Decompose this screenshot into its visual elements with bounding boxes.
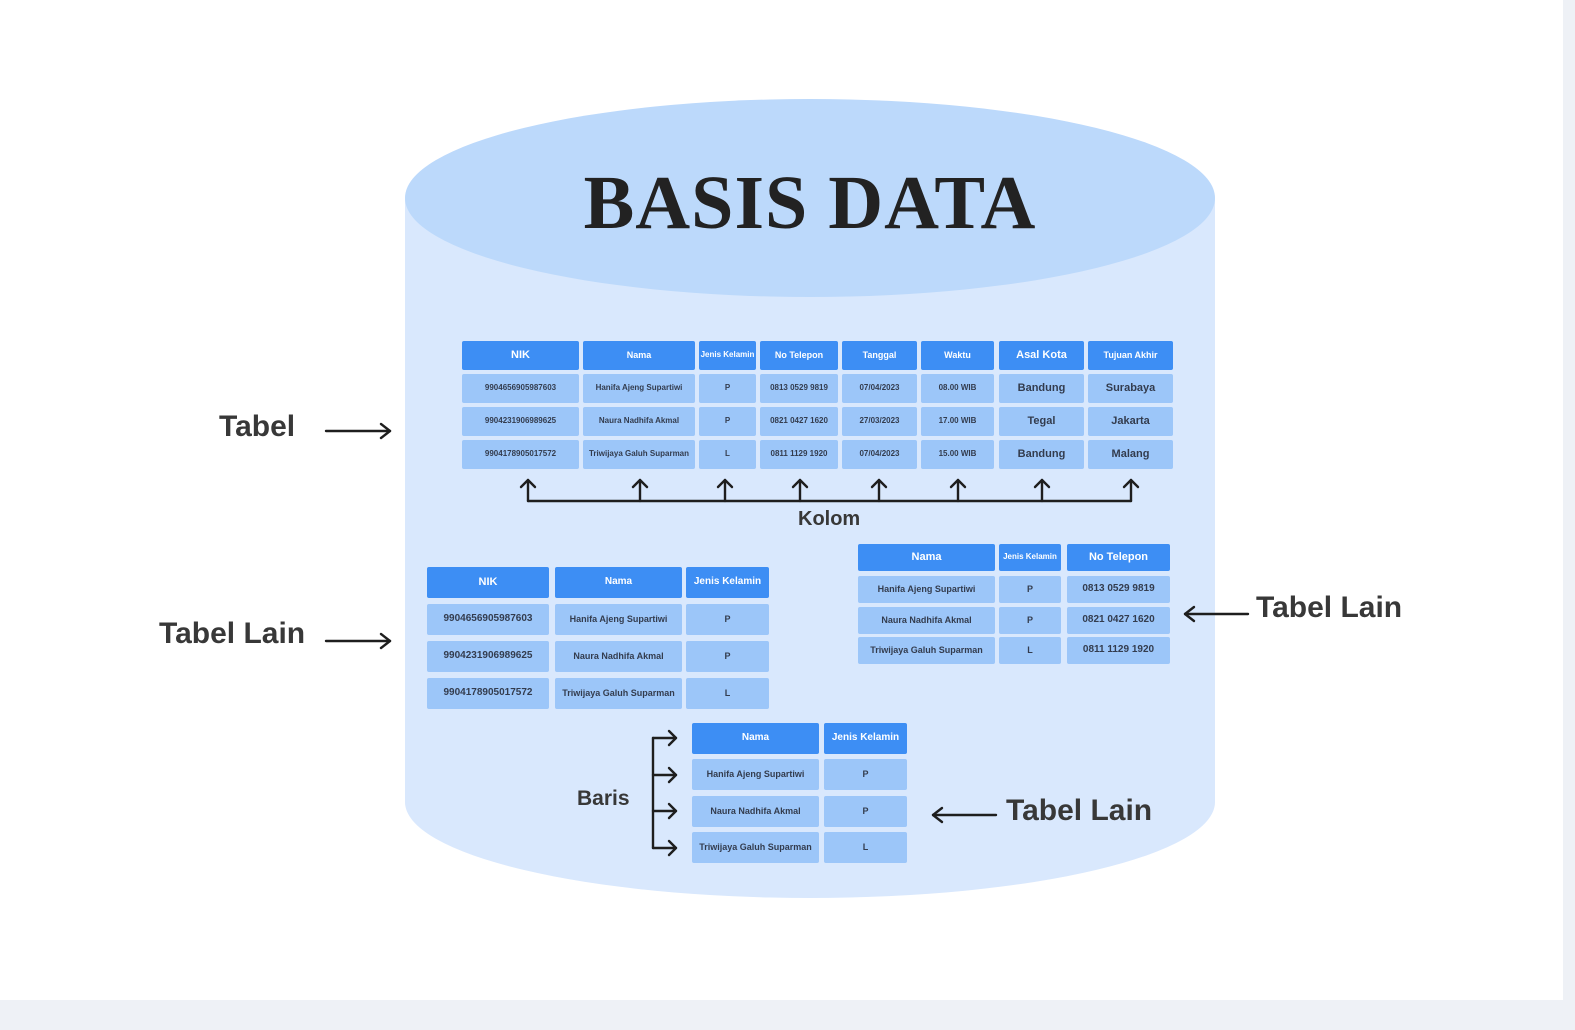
table-cell: Hanifa Ajeng Supartiwi — [692, 759, 819, 790]
column-header: NIK — [462, 341, 579, 370]
database-cylinder — [405, 99, 1215, 898]
table-cell: 27/03/2023 — [842, 407, 917, 436]
table-cell: 0821 0427 1620 — [1067, 607, 1170, 634]
table-cell: P — [699, 374, 756, 403]
table-cell: 9904178905017572 — [427, 678, 549, 709]
table-cell: Hanifa Ajeng Supartiwi — [555, 604, 682, 635]
column-header: Jenis Kelamin — [999, 544, 1061, 571]
column-header: NIK — [427, 567, 549, 598]
table-cell: Triwijaya Galuh Suparman — [692, 832, 819, 863]
table-cell: Triwijaya Galuh Suparman — [858, 637, 995, 664]
column-header: Tanggal — [842, 341, 917, 370]
column-header: Nama — [858, 544, 995, 571]
table-cell: Surabaya — [1088, 374, 1173, 403]
table-cell: Triwijaya Galuh Suparman — [583, 440, 695, 469]
table-cell: P — [824, 796, 907, 827]
table-cell: 0821 0427 1620 — [760, 407, 838, 436]
tabel-lain-left-label: Tabel Lain — [159, 617, 306, 650]
column-header: Nama — [692, 723, 819, 754]
table-cell: Hanifa Ajeng Supartiwi — [858, 576, 995, 603]
table-cell: Hanifa Ajeng Supartiwi — [583, 374, 695, 403]
table-cell: L — [686, 678, 769, 709]
column-header: Tujuan Akhir — [1088, 341, 1173, 370]
column-header: Nama — [555, 567, 682, 598]
table-cell: Malang — [1088, 440, 1173, 469]
table-cell: Jakarta — [1088, 407, 1173, 436]
table-cell: Bandung — [999, 440, 1084, 469]
table-cell: P — [824, 759, 907, 790]
table-cell: L — [699, 440, 756, 469]
column-header: Jenis Kelamin — [824, 723, 907, 754]
column-header: Waktu — [921, 341, 994, 370]
table-cell: 0813 0529 9819 — [1067, 576, 1170, 603]
table-cell: 9904231906989625 — [427, 641, 549, 672]
column-header: Nama — [583, 341, 695, 370]
table-cell: P — [686, 641, 769, 672]
table-cell: Naura Nadhifa Akmal — [858, 607, 995, 634]
diagram-title: BASIS DATA — [583, 161, 1037, 245]
table-cell: Triwijaya Galuh Suparman — [555, 678, 682, 709]
kolom-label: Kolom — [798, 508, 861, 530]
table-cell: Tegal — [999, 407, 1084, 436]
table-cell: P — [999, 576, 1061, 603]
column-header: No Telepon — [760, 341, 838, 370]
table-cell: 17.00 WIB — [921, 407, 994, 436]
column-header: No Telepon — [1067, 544, 1170, 571]
table-cell: 15.00 WIB — [921, 440, 994, 469]
baris-label: Baris — [577, 787, 630, 810]
table-cell: 07/04/2023 — [842, 440, 917, 469]
table-cell: P — [999, 607, 1061, 634]
table-cell: 9904656905987603 — [462, 374, 579, 403]
table-cell: 9904656905987603 — [427, 604, 549, 635]
column-header: Jenis Kelamin — [686, 567, 769, 598]
table-cell: P — [699, 407, 756, 436]
table-cell: Naura Nadhifa Akmal — [583, 407, 695, 436]
table-cell: 0811 1129 1920 — [1067, 637, 1170, 664]
table-cell: Naura Nadhifa Akmal — [555, 641, 682, 672]
column-header: Asal Kota — [999, 341, 1084, 370]
table-cell: L — [999, 637, 1061, 664]
table-cell: Bandung — [999, 374, 1084, 403]
table-cell: 0811 1129 1920 — [760, 440, 838, 469]
table-cell: Naura Nadhifa Akmal — [692, 796, 819, 827]
table-cell: 08.00 WIB — [921, 374, 994, 403]
tabel-lain-bottom-label: Tabel Lain — [1006, 794, 1153, 827]
cylinder-body — [405, 198, 1215, 898]
cylinder-top — [405, 99, 1215, 297]
tabel-lain-right-label: Tabel Lain — [1256, 591, 1403, 624]
table-cell: 0813 0529 9819 — [760, 374, 838, 403]
table-cell: 07/04/2023 — [842, 374, 917, 403]
table-cell: 9904178905017572 — [462, 440, 579, 469]
table-cell: P — [686, 604, 769, 635]
column-header: Jenis Kelamin — [699, 341, 756, 370]
table-cell: 9904231906989625 — [462, 407, 579, 436]
table-cell: L — [824, 832, 907, 863]
tabel-label: Tabel — [219, 410, 296, 443]
